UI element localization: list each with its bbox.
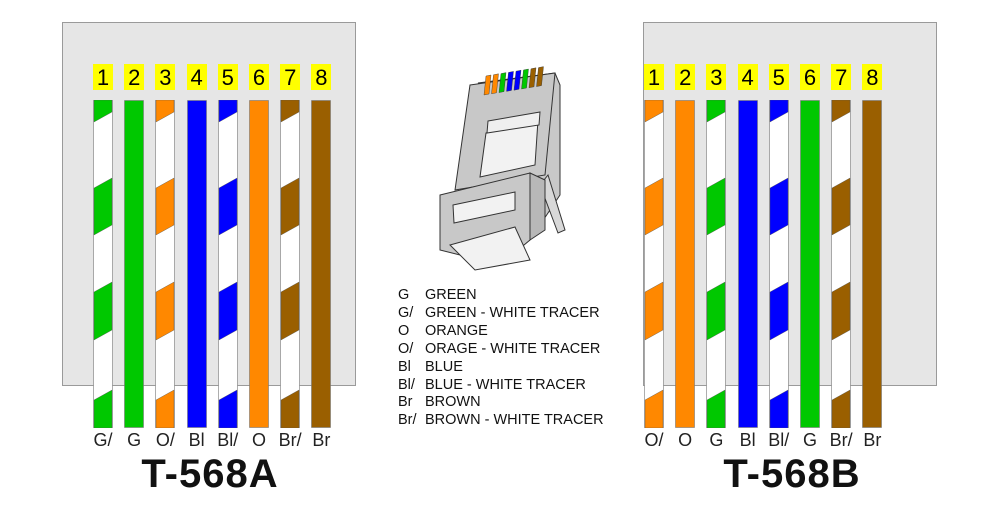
pin-number-8: 8: [311, 64, 332, 90]
wire-pin-5: [217, 100, 238, 428]
wire-pin-8: [862, 100, 883, 428]
wire-pin-6: [800, 100, 820, 428]
legend-code: Br: [398, 394, 413, 411]
wire-pin-6: [249, 100, 269, 428]
legend-text: GREEN - WHITE TRACER: [425, 304, 600, 321]
legend-code: O/: [398, 340, 414, 357]
pin-number-8: 8: [862, 64, 883, 90]
legend-item: Bl/BLUE - WHITE TRACER: [398, 377, 604, 395]
legend-item: Bl BLUE: [398, 359, 604, 377]
wire-label-3: G: [709, 430, 724, 450]
wire-label-6: O: [251, 430, 266, 450]
wire-label-8: Br: [312, 430, 331, 450]
pin-number-4: 4: [737, 64, 758, 90]
legend-item: Br BROWN: [398, 394, 604, 412]
legend-item: O/ORAGE - WHITE TRACER: [398, 341, 604, 359]
legend-text: GREEN: [425, 287, 477, 303]
legend-item: G/GREEN - WHITE TRACER: [398, 305, 604, 323]
wire-label-4: Bl: [188, 430, 205, 450]
wire-label-6: G: [802, 430, 817, 450]
legend-text: BLUE - WHITE TRACER: [425, 376, 586, 393]
legend-text: BROWN - WHITE TRACER: [425, 412, 604, 429]
wire-label-7: Br/: [278, 430, 302, 450]
wire-pin-4: [186, 100, 207, 428]
t568a-title: T-568A: [141, 452, 279, 496]
t568b-title: T-568B: [723, 452, 861, 496]
legend-code: G/: [398, 304, 414, 321]
pin-number-3: 3: [155, 64, 176, 90]
wire-pin-7: [280, 100, 300, 428]
wire-label-2: G: [127, 430, 142, 450]
wire-label-3: O/: [155, 430, 175, 450]
legend-item: O ORANGE: [398, 323, 604, 341]
pin-number-6: 6: [249, 64, 269, 90]
legend-code: O: [398, 322, 410, 339]
wire-label-2: O: [678, 430, 693, 450]
wire-label-5: Bl/: [768, 430, 790, 450]
pin-number-7: 7: [280, 64, 301, 90]
wire-pin-1: [93, 100, 113, 428]
wire-label-5: Bl/: [217, 430, 239, 450]
legend-code: G: [398, 287, 410, 303]
pin-number-5: 5: [768, 64, 789, 90]
wire-pin-2: [675, 100, 695, 428]
wire-pin-4: [737, 100, 758, 428]
legend-code: Bl/: [398, 376, 415, 393]
pin-number-5: 5: [217, 64, 238, 90]
legend-text: ORANGE: [425, 322, 488, 339]
pin-number-2: 2: [124, 64, 145, 90]
wire-pin-1: [644, 100, 664, 428]
wire-label-1: O/: [644, 430, 664, 450]
pin-number-4: 4: [186, 64, 207, 90]
legend-item: Br/BROWN - WHITE TRACER: [398, 412, 604, 430]
legend-code: Bl: [398, 358, 411, 375]
legend-text: BROWN: [425, 394, 481, 411]
wire-pin-3: [155, 100, 176, 428]
wire-label-4: Bl: [739, 430, 756, 450]
wire-pin-5: [768, 100, 789, 428]
legend-text: BLUE: [425, 358, 463, 375]
legend-item: G GREEN: [398, 287, 604, 305]
rj45-connector-icon: [420, 55, 580, 280]
wire-label-7: Br/: [829, 430, 853, 450]
legend-code: Br/: [398, 412, 417, 429]
pin-number-3: 3: [706, 64, 727, 90]
wire-label-1: G/: [93, 430, 113, 450]
wire-pin-7: [831, 100, 851, 428]
pin-number-1: 1: [93, 64, 113, 90]
wire-pin-3: [706, 100, 727, 428]
wire-pin-2: [124, 100, 144, 428]
pin-number-2: 2: [675, 64, 696, 90]
pin-number-6: 6: [800, 64, 820, 90]
wire-label-8: Br: [863, 430, 882, 450]
legend-text: ORAGE - WHITE TRACER: [425, 340, 601, 357]
pin-number-1: 1: [644, 64, 664, 90]
pin-number-7: 7: [831, 64, 852, 90]
wire-pin-8: [311, 100, 332, 428]
